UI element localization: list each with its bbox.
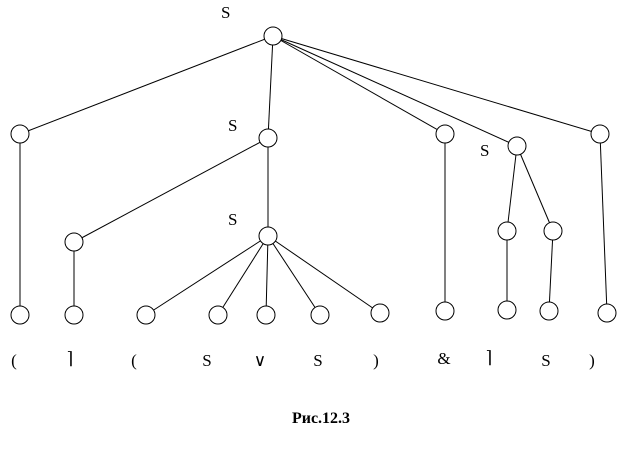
- edge-root-n1: [19, 35, 274, 135]
- label-n2: S: [228, 116, 237, 135]
- edge-n2-n2a: [73, 137, 269, 243]
- leaf-node-3: [136, 305, 156, 325]
- edge-n4-n4b: [516, 145, 554, 232]
- leaf-symbol-7: ): [373, 351, 379, 370]
- leaf-symbols: ( ⌉ ( S ∨ S ) & ⌉ S ): [11, 348, 595, 370]
- edge-n2b-leaf2: [217, 235, 269, 316]
- leaf-node-5: [256, 305, 276, 325]
- leaf-node-8: [435, 301, 455, 321]
- node-n4: [507, 136, 527, 156]
- leaf-symbol-10: S: [541, 351, 550, 370]
- leaf-symbol-4: S: [202, 351, 211, 370]
- leaf-symbol-5: ∨: [254, 351, 266, 370]
- leaf-symbol-2: ⌉: [67, 349, 74, 368]
- leaf-symbol-8: &: [437, 349, 450, 368]
- node-n2b: [258, 226, 278, 246]
- leaf-symbol-11: ): [589, 351, 595, 370]
- edge-n2b-leaf5: [267, 235, 381, 314]
- node-labels: S S S S: [221, 3, 489, 229]
- leaf-node-7: [370, 303, 390, 323]
- leaf-symbol-6: S: [313, 351, 322, 370]
- node-root: [263, 26, 283, 46]
- node-n1: [10, 124, 30, 144]
- label-n2b: S: [228, 210, 237, 229]
- leaf-node-10: [539, 301, 559, 321]
- node-n2: [258, 128, 278, 148]
- leaf-node-1: [10, 305, 30, 325]
- node-n4b: [543, 221, 563, 241]
- edge-n2b-leaf1: [145, 235, 269, 316]
- edge-root-n3: [272, 35, 446, 135]
- leaf-symbol-1: (: [11, 351, 17, 370]
- tree-edges: [19, 35, 608, 316]
- edge-root-n5: [272, 35, 601, 135]
- leaf-node-2: [64, 305, 84, 325]
- label-n4: S: [480, 141, 489, 160]
- leaf-node-6: [310, 305, 330, 325]
- node-n5: [590, 124, 610, 144]
- leaf-node-9: [497, 300, 517, 320]
- edge-n4-n4a: [506, 145, 518, 232]
- leaf-symbol-3: (: [131, 351, 137, 370]
- node-n3: [435, 124, 455, 144]
- node-n4a: [497, 221, 517, 241]
- leaf-symbol-9: ⌉: [486, 348, 493, 367]
- edge-n2b-leaf4: [267, 235, 321, 316]
- leaf-node-4: [208, 305, 228, 325]
- figure-caption: Рис.12.3: [292, 410, 350, 427]
- node-n2a: [64, 232, 84, 252]
- leaf-node-11: [597, 303, 617, 323]
- edge-root-n2: [267, 35, 274, 139]
- edge-root-n4: [272, 35, 518, 147]
- edge-n2b-leaf3: [265, 235, 269, 316]
- edge-n5-leaf: [599, 133, 608, 314]
- label-root: S: [221, 3, 230, 22]
- edge-n4b-leaf: [548, 230, 554, 312]
- tree-nodes: [10, 26, 617, 325]
